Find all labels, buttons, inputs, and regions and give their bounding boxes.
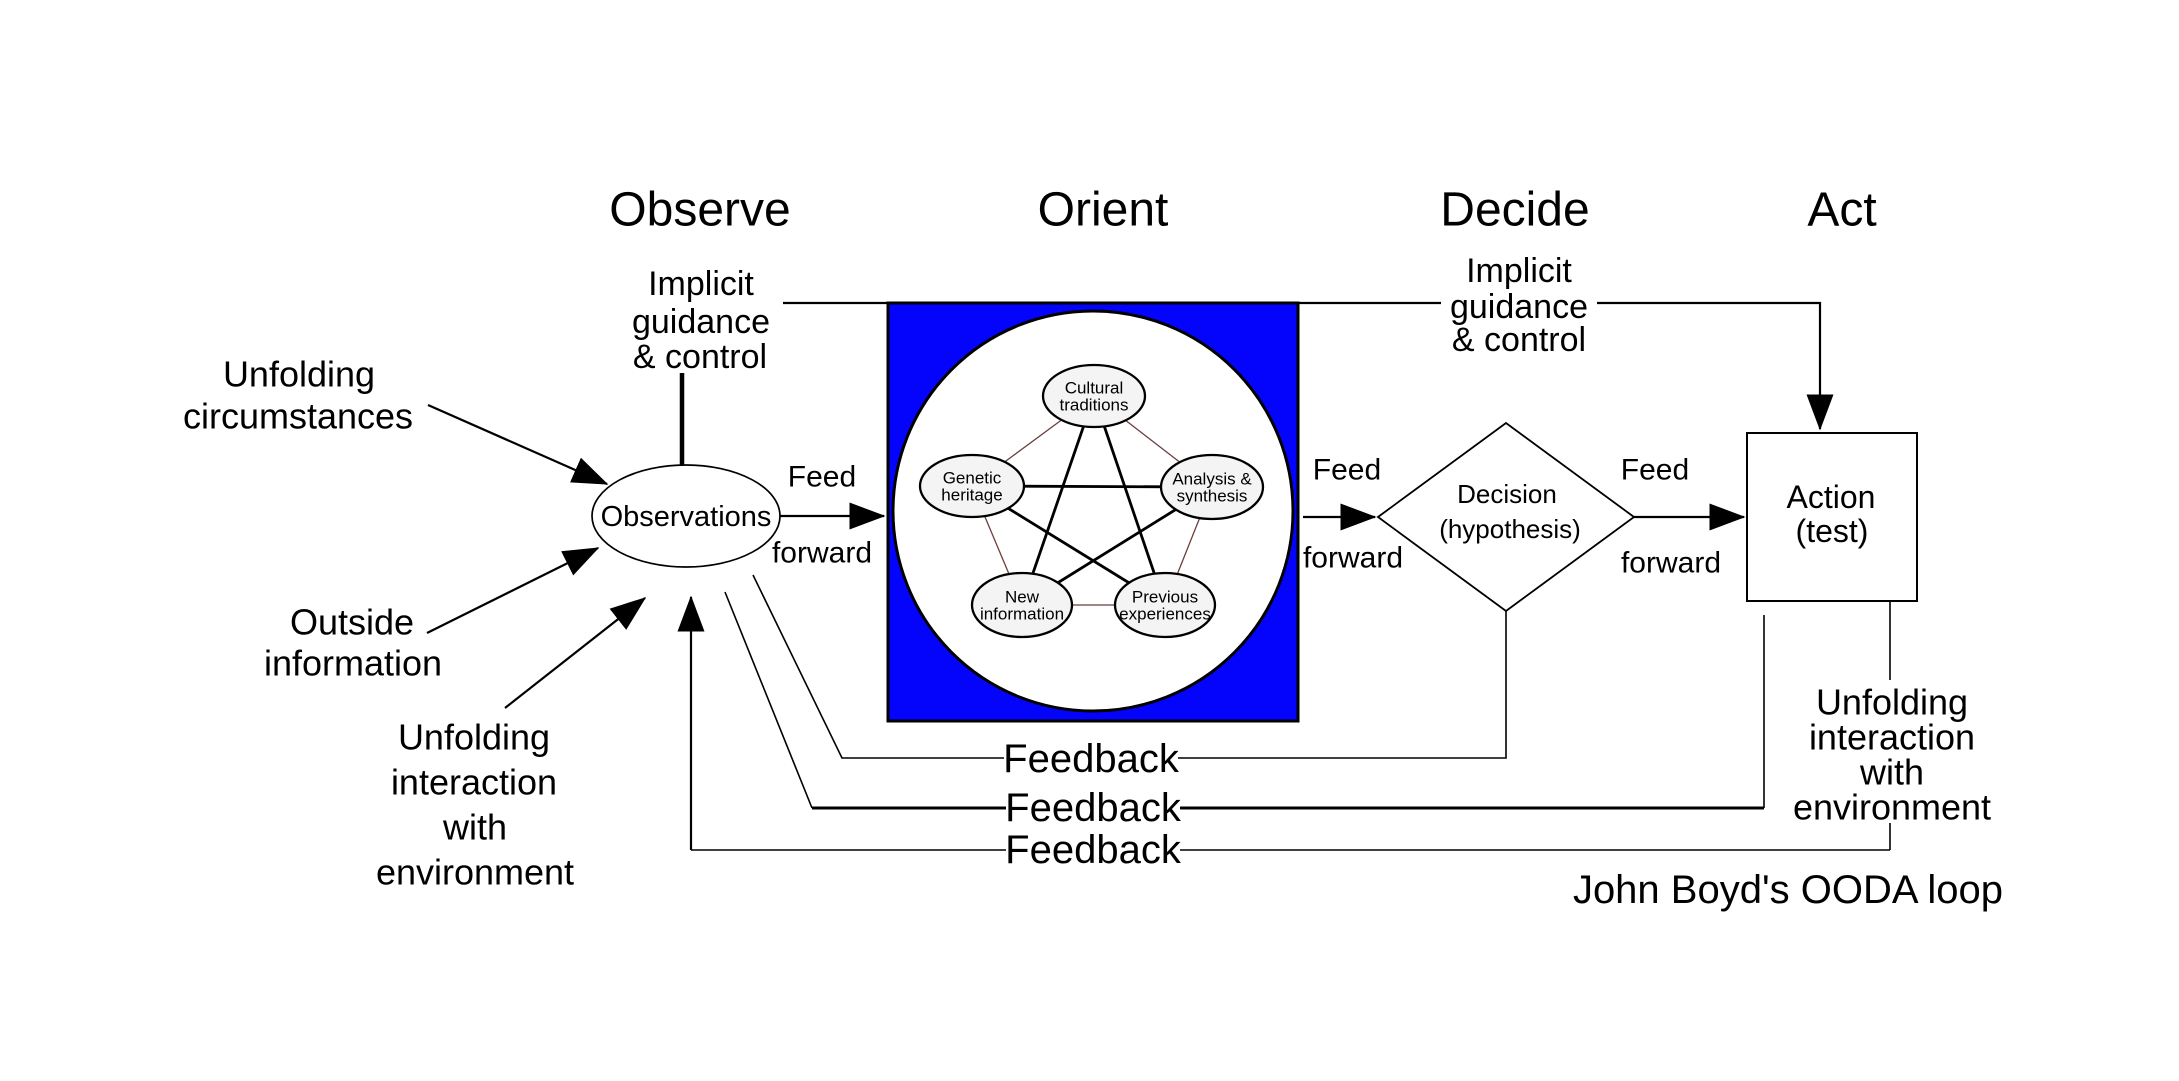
- analysis-synthesis-label: synthesis: [1177, 487, 1248, 506]
- decision-label: (hypothesis): [1439, 514, 1581, 544]
- previous-experiences-label: Previous: [1132, 588, 1198, 607]
- feedback-label-1: Feedback: [1003, 737, 1180, 781]
- header-observe: Observe: [609, 184, 790, 237]
- unfolding-circumstances-label: Unfolding circumstances: [183, 354, 413, 437]
- feedback-labels: Feedback Feedback Feedback: [1003, 737, 1182, 872]
- header-decide: Decide: [1440, 184, 1589, 237]
- observations-label: Observations: [601, 501, 772, 533]
- label-backdrop: [1441, 291, 1597, 324]
- feedback-line-action-diagonal: [724, 591, 813, 809]
- node-new-information: [970, 571, 1074, 639]
- orient-cluster-labels: Cultural traditions Genetic heritage Ana…: [941, 379, 1252, 624]
- node-previous-experiences: [1113, 571, 1217, 639]
- implicit-guidance-left-label: Implicit guidance & control: [632, 265, 770, 376]
- diagram-caption: John Boyd's OODA loop: [1573, 868, 2003, 912]
- feed-label: Feed: [1313, 454, 1381, 487]
- header-act: Act: [1807, 184, 1876, 237]
- new-information-label: New: [1005, 588, 1040, 607]
- unfolding-interaction-right-line: environment: [1793, 787, 1991, 828]
- unfolding-interaction-left-line: with: [442, 807, 507, 848]
- implicit-guidance-right-line: guidance: [1450, 288, 1588, 326]
- feedback-label-2: Feedback: [1005, 786, 1182, 830]
- unfolding-interaction-left-label: Unfolding interaction with environment: [376, 717, 574, 893]
- feed-forward-label-3: Feed forward: [1621, 454, 1721, 580]
- implicit-guidance-right-line: & control: [1452, 321, 1586, 359]
- implicit-guidance-right-label: Implicit guidance & control: [1441, 252, 1597, 359]
- implicit-guidance-left-line: Implicit: [648, 265, 754, 303]
- link-cultural-previous: [1092, 395, 1167, 606]
- feedback-label-3: Feedback: [1005, 828, 1182, 872]
- outside-information-line: information: [264, 643, 442, 684]
- feed-forward-label-2: Feed forward: [1303, 454, 1403, 575]
- forward-label: forward: [1303, 542, 1403, 575]
- implicit-guidance-left-line: & control: [633, 338, 767, 376]
- link-cultural-newinfo: [1020, 395, 1096, 606]
- unfolding-interaction-left-line: interaction: [391, 762, 557, 803]
- implicit-guidance-rail-arrow: [783, 301, 1834, 431]
- unfolding-interaction-right-line: Unfolding: [1816, 682, 1968, 723]
- label-backdrop: [1006, 789, 1180, 827]
- implicit-guidance-right-line: Implicit: [1466, 252, 1572, 290]
- orient-cluster-nodes: [918, 363, 1265, 639]
- label-backdrop: [1004, 740, 1178, 778]
- arrow-unfolding-circumstances: [427, 403, 609, 486]
- feed-forward-label-1: Feed forward: [772, 461, 872, 570]
- unfolding-interaction-left-line: Unfolding: [398, 717, 550, 758]
- node-cultural-traditions: [1041, 363, 1147, 429]
- decision-label: Decision: [1457, 479, 1557, 509]
- forward-label: forward: [772, 537, 872, 570]
- action-label: Action: [1787, 479, 1876, 515]
- genetic-heritage-label: heritage: [941, 486, 1002, 505]
- analysis-synthesis-label: Analysis &: [1172, 470, 1252, 489]
- implicit-guidance-left-line: guidance: [632, 303, 770, 341]
- unfolding-circumstances-line: circumstances: [183, 396, 413, 437]
- unfolding-interaction-right-line: interaction: [1809, 717, 1975, 758]
- label-backdrop: [1006, 831, 1180, 869]
- node-action: [1746, 432, 1918, 602]
- new-information-label: information: [980, 605, 1064, 624]
- unfolding-interaction-right-line: with: [1859, 752, 1924, 793]
- forward-label: forward: [1621, 547, 1721, 580]
- unfolding-interaction-right-label: Unfolding interaction with environment: [1793, 682, 1991, 828]
- node-analysis-synthesis: [1159, 453, 1265, 521]
- outside-information-label: Outside information: [264, 602, 442, 684]
- previous-experiences-label: experiences: [1119, 605, 1211, 624]
- outside-information-line: Outside: [290, 602, 414, 643]
- cultural-traditions-label: traditions: [1060, 396, 1129, 415]
- header-orient: Orient: [1038, 184, 1169, 237]
- arrow-unfolding-interaction: [504, 597, 647, 709]
- action-label: (test): [1796, 513, 1869, 549]
- cultural-traditions-label: Cultural: [1065, 379, 1124, 398]
- unfolding-circumstances-line: Unfolding: [223, 354, 375, 395]
- genetic-heritage-label: Genetic: [943, 469, 1002, 488]
- feed-label: Feed: [1621, 454, 1689, 487]
- unfolding-interaction-left-line: environment: [376, 852, 574, 893]
- arrow-outside-information: [426, 547, 600, 634]
- feed-label: Feed: [788, 461, 856, 494]
- node-genetic-heritage: [918, 453, 1026, 519]
- node-decision: [1376, 421, 1636, 613]
